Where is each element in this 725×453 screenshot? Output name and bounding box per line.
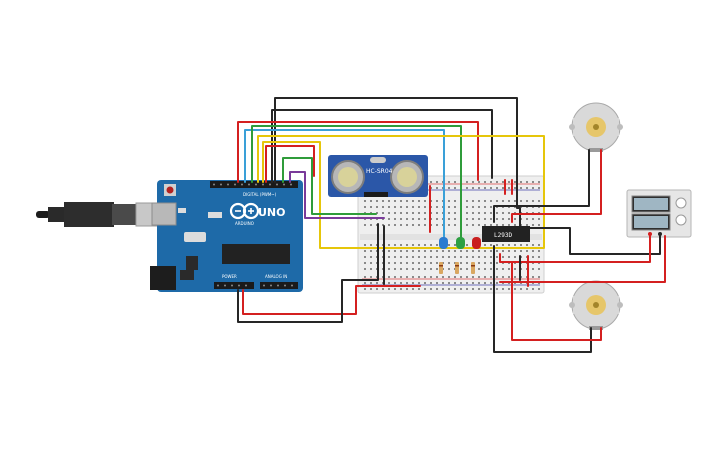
wire-red xyxy=(511,261,602,341)
wire-red xyxy=(242,285,421,315)
power-header xyxy=(214,282,254,289)
board-brand-label: ARDUINO xyxy=(235,221,254,226)
wire-green xyxy=(282,157,377,215)
wire-red xyxy=(511,149,602,223)
wire-black xyxy=(274,97,521,233)
wire-black xyxy=(493,149,590,223)
power-header-label: POWER xyxy=(222,274,237,279)
led-icon xyxy=(439,237,448,249)
power-supply-icon xyxy=(626,189,692,238)
wire-red xyxy=(499,235,651,263)
wire-red xyxy=(265,145,315,183)
board-model-label: UNO xyxy=(258,206,286,219)
ultrasonic-sensor: HC-SR04 xyxy=(328,155,428,197)
wires xyxy=(237,97,666,353)
wire-black xyxy=(529,227,661,255)
wire-blue xyxy=(244,129,445,241)
supply-knob[interactable] xyxy=(675,214,687,226)
motor-driver-chip: L293D xyxy=(482,226,530,242)
dc-motor-icon xyxy=(569,280,623,330)
led-icon xyxy=(472,237,481,249)
led-icon xyxy=(456,237,465,249)
wire-yellow xyxy=(257,135,545,249)
wire-purple xyxy=(289,171,385,219)
atmega-chip xyxy=(222,244,290,264)
wire-red xyxy=(499,235,666,283)
wire-black xyxy=(237,223,379,323)
usb-cable-icon xyxy=(36,202,159,227)
arduino-uno-board: UNO ARDUINO DIGITAL (PWM~) POWER ANALOG … xyxy=(150,180,303,292)
resistor-icon xyxy=(439,262,443,274)
resistor-icon xyxy=(471,262,475,274)
driver-chip-label: L293D xyxy=(494,232,512,239)
wire-green xyxy=(251,125,462,241)
wire-red xyxy=(237,121,479,183)
digital-header-label: DIGITAL (PWM~) xyxy=(243,192,277,197)
digital-header xyxy=(210,181,298,188)
supply-knob[interactable] xyxy=(675,197,687,209)
arduino-logo-icon xyxy=(229,202,260,220)
analog-header-label: ANALOG IN xyxy=(265,274,287,279)
sensor-label: HC-SR04 xyxy=(366,168,393,175)
dc-motor-icon xyxy=(569,102,623,152)
resistor-icon xyxy=(455,262,459,274)
